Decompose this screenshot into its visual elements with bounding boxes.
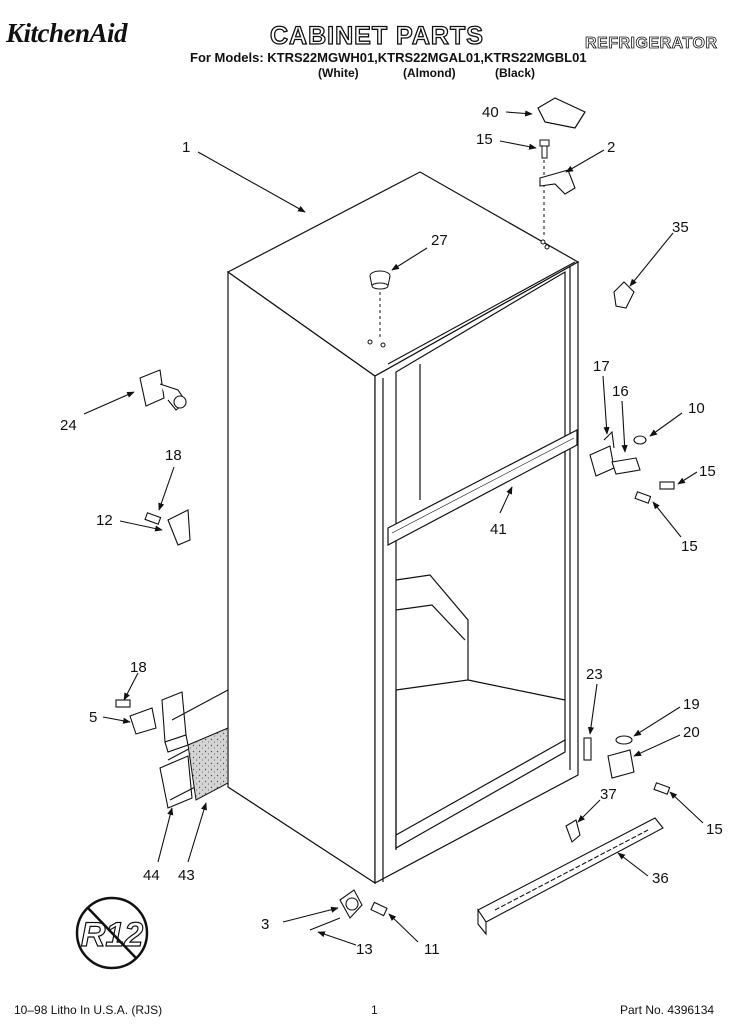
- washer-19: [615, 735, 633, 745]
- cabinet-side-panel: [227, 270, 376, 885]
- callout-11: 11: [424, 941, 440, 958]
- hinge-plate-23: [583, 737, 592, 761]
- screw-18-lower: [115, 699, 131, 708]
- callout-3: 3: [261, 916, 269, 933]
- bottom-hinge-20: [583, 735, 671, 795]
- callout-15-right-lower: 15: [681, 538, 698, 555]
- svg-text:R12: R12: [81, 916, 143, 954]
- callout-23: 23: [586, 666, 603, 683]
- center-hinge-12: [144, 509, 191, 546]
- bottom-hinge-5: [115, 691, 189, 753]
- screw-15-bottom: [653, 782, 671, 795]
- callout-35: 35: [672, 219, 689, 236]
- toe-grille-36: [477, 817, 664, 936]
- callout-41: 41: [490, 521, 507, 538]
- models-line: For Models: KTRS22MGWH01,KTRS22MGAL01,KT…: [190, 50, 587, 65]
- washer-10: [633, 435, 647, 445]
- callout-10: 10: [688, 400, 705, 417]
- color-label-almond: (Almond): [403, 66, 456, 80]
- callout-5: 5: [89, 709, 97, 726]
- plug-27: [367, 270, 391, 348]
- top-hinge-2: [539, 169, 576, 195]
- color-label-black: (Black): [495, 66, 536, 80]
- appliance-type: REFRIGERATOR: [585, 35, 718, 53]
- callout-20: 20: [683, 724, 700, 741]
- callout-17: 17: [593, 358, 610, 375]
- callout-18-upper: 18: [165, 447, 182, 464]
- callout-2: 2: [607, 139, 615, 156]
- callout-16: 16: [612, 383, 629, 400]
- callout-43: 43: [178, 867, 195, 884]
- callout-15-right-upper: 15: [699, 463, 716, 480]
- callout-19: 19: [683, 696, 700, 713]
- color-label-white: (White): [318, 66, 359, 80]
- clip-37: [565, 819, 581, 843]
- page-title: CABINET PARTS: [269, 21, 484, 50]
- hinge-pin-cap-35: [613, 281, 635, 309]
- footer-print-info: 10–98 Litho In U.S.A. (RJS): [14, 1003, 163, 1017]
- screw-15-top: [539, 139, 550, 250]
- insulation-pad-43: [187, 727, 229, 801]
- screw-11: [370, 901, 388, 917]
- hinge-pin-16: [611, 457, 641, 475]
- screw-15-right-lower: [634, 491, 652, 504]
- r12-refrigerant-seal: R12: [75, 896, 149, 970]
- callout-13: 13: [356, 941, 373, 958]
- callout-44: 44: [143, 867, 160, 884]
- center-hinge-17: [589, 430, 675, 504]
- cabinet-body: [226, 171, 580, 885]
- footer-part-number: Part No. 4396134: [620, 1003, 715, 1017]
- callout-37: 37: [600, 786, 617, 803]
- callout-1: 1: [182, 139, 190, 156]
- screw-13: [309, 917, 341, 931]
- callout-15-top: 15: [476, 131, 493, 148]
- callout-18-lower: 18: [130, 659, 147, 676]
- callout-40: 40: [482, 104, 499, 121]
- footer-page-number: 1: [371, 1003, 378, 1017]
- callout-24: 24: [60, 417, 77, 434]
- roller-assembly-3: [309, 889, 388, 931]
- callout-36: 36: [652, 870, 669, 887]
- door-stop-24: [139, 369, 187, 411]
- callout-27: 27: [431, 232, 448, 249]
- leader-lines: [83, 110, 704, 946]
- brand-logo: KitchenAid: [6, 18, 128, 48]
- callout-numbers: 1 2 3 5 10 11 12 13 15 15 15 15 16 17 18…: [60, 104, 723, 958]
- screw-15-right-upper: [659, 481, 675, 490]
- divider-bar-41: [387, 429, 578, 546]
- callout-12: 12: [96, 512, 113, 529]
- screw-18-upper: [144, 512, 162, 525]
- callout-15-bottom: 15: [706, 821, 723, 838]
